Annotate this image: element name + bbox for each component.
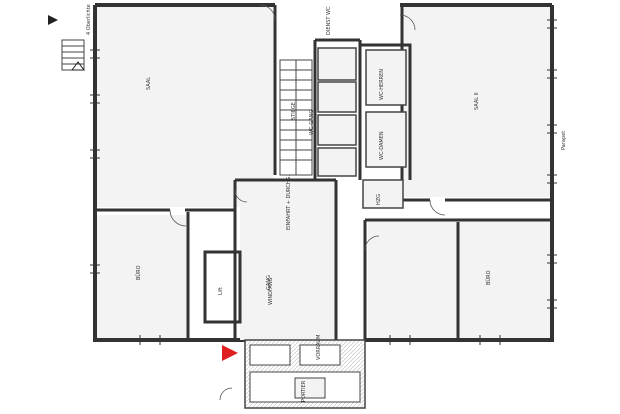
label-wc-top: DIENST WC [326, 6, 332, 35]
wc-cell-4 [317, 147, 357, 177]
label-entrance-hall: EINFAHRT + DURCHG. [286, 175, 292, 230]
label-office-left: BÜRO [135, 265, 142, 280]
wc-cell-1 [317, 47, 357, 81]
label-gang: GANG [266, 275, 272, 290]
hz-room [362, 179, 404, 209]
label-lift: Lift [218, 287, 224, 295]
wc-cubicles [317, 47, 407, 209]
room-saal-right-fill [402, 7, 550, 197]
windows [90, 19, 557, 345]
room-office-left-fill [97, 215, 187, 338]
entrance-triangle-icon [222, 345, 238, 361]
label-hz: HZG [376, 194, 382, 205]
label-office-right: BÜRO [485, 270, 492, 285]
door-swings [169, 4, 446, 401]
label-stiege: STIEGE [291, 102, 297, 120]
exterior-walls [93, 3, 554, 342]
north-arrow-icon [48, 15, 58, 25]
interior-walls [97, 5, 552, 340]
label-wc-damen: WC-DAMEN [379, 131, 385, 160]
label-saal-right: SAAL II [474, 92, 480, 110]
wc-herren-room [365, 49, 407, 106]
room-entrance-fill [240, 180, 336, 340]
label-portier: PORTIER [301, 380, 307, 402]
wc-cell-3 [317, 114, 357, 146]
room-saal-left-fill [97, 7, 273, 207]
wc-cell-2 [317, 81, 357, 113]
label-wc-gang: WC-GANG [309, 110, 315, 135]
entrance-area [244, 339, 366, 409]
label-wc-herren: WC-HERREN [379, 69, 385, 100]
wc-damen-room [365, 111, 407, 168]
label-right-wall: Parapet [561, 131, 567, 150]
label-vorraum: VORRAUM [316, 335, 322, 360]
up-triangle-icon [71, 61, 85, 71]
staircase [279, 59, 313, 176]
room-fills [97, 7, 550, 340]
label-saal-left: SAAL [146, 77, 152, 90]
label-windfang: WINDFANG [268, 277, 274, 305]
label-oberlichte: 4 Oberlichte [86, 4, 92, 35]
